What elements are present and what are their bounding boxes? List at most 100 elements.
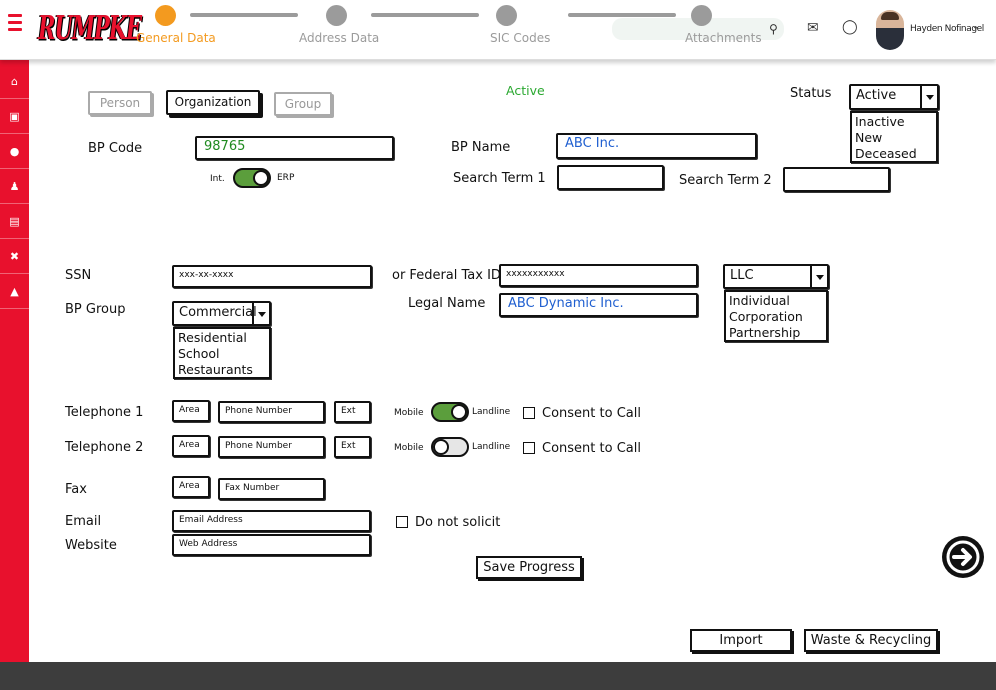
user-name[interactable]: Hayden Nofinagel <box>910 24 984 34</box>
active-status-text: Active <box>506 83 545 98</box>
entity-option[interactable]: Individual <box>729 293 790 308</box>
step-connector <box>190 13 298 17</box>
ssn-field[interactable]: xxx-xx-xxxx <box>172 265 372 288</box>
telephone-1-consent-label: Consent to Call <box>542 406 641 421</box>
telephone-2-consent-label: Consent to Call <box>542 441 641 456</box>
rumpke-logo: RUMPKE <box>38 8 142 47</box>
entity-type-select[interactable]: LLC <box>723 264 829 289</box>
search-bar[interactable] <box>612 18 784 40</box>
landline-label: Landline <box>472 442 511 452</box>
fax-label: Fax <box>65 482 87 497</box>
search-term-1-label: Search Term 1 <box>453 171 546 186</box>
mobile-label: Mobile <box>394 408 424 418</box>
entity-option[interactable]: Corporation <box>729 309 803 324</box>
thumbs-up-icon[interactable]: ▲ <box>0 274 29 309</box>
website-label: Website <box>65 538 117 553</box>
footer-bar <box>0 662 996 690</box>
notification-icon[interactable]: ◯ <box>842 19 858 35</box>
app-header: RUMPKE General Data Address Data SIC Cod… <box>0 0 996 60</box>
chart-icon[interactable]: ▤ <box>0 204 29 239</box>
status-option[interactable]: Inactive <box>855 114 905 129</box>
organization-tab[interactable]: Organization <box>166 90 260 115</box>
status-select[interactable]: Active <box>849 84 939 110</box>
telephone-2-type-toggle[interactable] <box>431 437 469 457</box>
bp-code-label: BP Code <box>88 141 143 156</box>
chevron-down-icon[interactable] <box>920 86 937 108</box>
step-address-data-dot[interactable] <box>326 5 347 26</box>
step-general-data-label[interactable]: General Data <box>136 31 216 45</box>
step-general-data-dot[interactable] <box>155 5 176 26</box>
home-icon[interactable]: ⌂ <box>0 64 29 99</box>
search-term-2-label: Search Term 2 <box>679 173 772 188</box>
entity-option[interactable]: Partnership <box>729 325 801 340</box>
bp-name-field[interactable]: ABC Inc. <box>556 133 757 159</box>
bp-group-selected-value: Commercial <box>179 305 257 320</box>
landline-label: Landline <box>472 407 511 417</box>
chevron-down-icon[interactable] <box>810 266 827 287</box>
telephone-1-type-toggle[interactable] <box>431 402 469 422</box>
telephone-1-ext[interactable]: Ext <box>334 401 371 423</box>
email-label: Email <box>65 514 102 529</box>
bp-group-option[interactable]: School <box>178 346 220 361</box>
do-not-solicit-checkbox[interactable] <box>396 516 408 528</box>
search-term-1-field[interactable] <box>557 165 664 190</box>
user-icon[interactable]: ● <box>0 134 29 169</box>
status-label: Status <box>790 86 832 101</box>
bp-group-label: BP Group <box>65 302 126 317</box>
int-label: Int. <box>210 174 225 184</box>
entity-selected-value: LLC <box>730 268 754 283</box>
person-tab[interactable]: Person <box>88 91 152 115</box>
chevron-down-icon[interactable]: ⌄ <box>972 22 980 32</box>
import-button[interactable]: Import <box>690 629 792 652</box>
status-option[interactable]: Deceased <box>855 146 917 161</box>
website-field[interactable]: Web Address <box>172 534 371 556</box>
email-field[interactable]: Email Address <box>172 510 371 532</box>
hamburger-menu-icon[interactable] <box>8 14 22 34</box>
group-tab[interactable]: Group <box>274 92 332 116</box>
federal-tax-id-field[interactable]: xxxxxxxxxxx <box>499 264 698 287</box>
telephone-1-area[interactable]: Area <box>172 400 210 422</box>
telephone-1-consent-checkbox[interactable] <box>523 407 535 419</box>
mobile-label: Mobile <box>394 443 424 453</box>
tools-icon[interactable]: ✖ <box>0 239 29 274</box>
bp-group-select[interactable]: Commercial <box>172 301 271 326</box>
telephone-2-ext[interactable]: Ext <box>334 436 371 458</box>
step-attachments-label[interactable]: Attachments <box>685 31 762 45</box>
status-options: Inactive New Deceased <box>850 111 938 163</box>
telephone-2-area[interactable]: Area <box>172 435 210 457</box>
sidebar: ⌂ ▣ ● ♟ ▤ ✖ ▲ <box>0 60 29 662</box>
arrow-right-icon <box>946 540 980 574</box>
mail-icon[interactable]: ✉ <box>807 20 819 36</box>
fax-number[interactable]: Fax Number <box>218 478 325 500</box>
legal-name-label: Legal Name <box>408 296 486 311</box>
telephone-2-label: Telephone 2 <box>65 440 144 455</box>
fax-area[interactable]: Area <box>172 476 210 498</box>
legal-name-field[interactable]: ABC Dynamic Inc. <box>499 293 698 317</box>
avatar[interactable] <box>876 10 904 50</box>
chevron-down-icon[interactable] <box>252 303 269 324</box>
step-sic-codes-label[interactable]: SIC Codes <box>490 31 551 45</box>
group-icon[interactable]: ♟ <box>0 169 29 204</box>
step-address-data-label[interactable]: Address Data <box>299 31 380 45</box>
int-erp-toggle[interactable] <box>233 168 271 188</box>
bp-code-field[interactable]: 98765 <box>195 136 394 160</box>
save-progress-button[interactable]: Save Progress <box>476 556 582 579</box>
status-option[interactable]: New <box>855 130 883 145</box>
bp-group-option[interactable]: Restaurants <box>178 362 253 377</box>
search-term-2-field[interactable] <box>783 167 890 192</box>
telephone-2-consent-checkbox[interactable] <box>523 442 535 454</box>
search-icon[interactable]: ⚲ <box>769 22 778 36</box>
step-sic-codes-dot[interactable] <box>496 5 517 26</box>
step-connector <box>371 13 479 17</box>
erp-label: ERP <box>277 173 295 183</box>
bp-group-option[interactable]: Residential <box>178 330 247 345</box>
entity-options: Individual Corporation Partnership <box>724 290 828 342</box>
status-selected-value: Active <box>856 88 897 103</box>
next-arrow-button[interactable] <box>942 536 984 578</box>
bp-name-label: BP Name <box>451 140 511 155</box>
step-attachments-dot[interactable] <box>691 5 712 26</box>
document-icon[interactable]: ▣ <box>0 99 29 134</box>
telephone-1-number[interactable]: Phone Number <box>218 401 325 423</box>
waste-recycling-button[interactable]: Waste & Recycling <box>804 629 938 652</box>
telephone-2-number[interactable]: Phone Number <box>218 436 325 458</box>
